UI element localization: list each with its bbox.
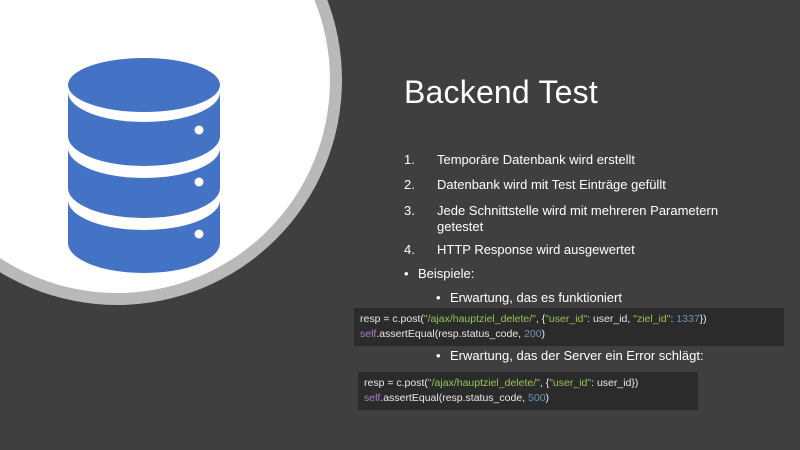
list-item-text: Jede Schnittstelle wird mit mehreren Par… bbox=[437, 203, 719, 234]
list-item-number: 2. bbox=[404, 177, 415, 192]
code-string: "ziel_id" bbox=[633, 313, 671, 325]
code-text: : user_id}) bbox=[591, 377, 639, 389]
example-label: Erwartung, das der Server ein Error schl… bbox=[450, 348, 704, 363]
code-text: : bbox=[670, 313, 677, 325]
code-block: resp = c.post("/ajax/hauptziel_delete/",… bbox=[354, 308, 784, 346]
code-text: ) bbox=[545, 392, 550, 404]
list-item-text: HTTP Response wird ausgewertet bbox=[437, 242, 635, 257]
code-number: 1337 bbox=[676, 313, 700, 325]
code-line: resp = c.post("/ajax/hauptziel_delete/",… bbox=[364, 376, 692, 391]
code-string: "user_id" bbox=[549, 377, 592, 389]
list-item-text: Datenbank wird mit Test Einträge gefüllt bbox=[437, 177, 666, 192]
list-item-number: 4. bbox=[404, 242, 415, 257]
code-text: resp = c.post( bbox=[364, 377, 428, 389]
slide-title: Backend Test bbox=[404, 74, 598, 110]
code-text: resp = c.post( bbox=[360, 313, 424, 325]
code-text: .assertEqual(resp.status_code, bbox=[380, 392, 529, 404]
code-number: 200 bbox=[524, 328, 542, 340]
code-string: "/ajax/hauptziel_delete/" bbox=[427, 377, 540, 389]
example-label: Erwartung, das es funktioniert bbox=[450, 290, 622, 305]
list-item-number: 3. bbox=[404, 203, 415, 218]
code-keyword: self bbox=[360, 328, 377, 340]
list-item-number: 1. bbox=[404, 152, 415, 167]
code-string: "user_id" bbox=[545, 313, 588, 325]
code-text: .assertEqual(resp.status_code, bbox=[376, 328, 525, 340]
list-item-text: Temporäre Datenbank wird erstellt bbox=[437, 152, 635, 167]
code-keyword: self bbox=[364, 392, 381, 404]
bullet-glyph: • bbox=[436, 290, 441, 305]
code-block: resp = c.post("/ajax/hauptziel_delete/",… bbox=[358, 372, 698, 410]
code-line: self.assertEqual(resp.status_code, 200) bbox=[360, 327, 778, 342]
code-number: 500 bbox=[528, 392, 546, 404]
code-text: , { bbox=[539, 377, 550, 389]
examples-label: Beispiele: bbox=[418, 266, 475, 281]
code-string: "/ajax/hauptziel_delete/" bbox=[423, 313, 536, 325]
code-text: : user_id, bbox=[587, 313, 634, 325]
bullet-glyph: • bbox=[404, 266, 409, 281]
code-text: }) bbox=[699, 313, 707, 325]
code-text: , { bbox=[535, 313, 546, 325]
code-line: self.assertEqual(resp.status_code, 500) bbox=[364, 391, 692, 406]
code-text: ) bbox=[541, 328, 546, 340]
code-line: resp = c.post("/ajax/hauptziel_delete/",… bbox=[360, 312, 778, 327]
database-icon bbox=[68, 58, 220, 273]
bullet-glyph: • bbox=[436, 348, 441, 363]
